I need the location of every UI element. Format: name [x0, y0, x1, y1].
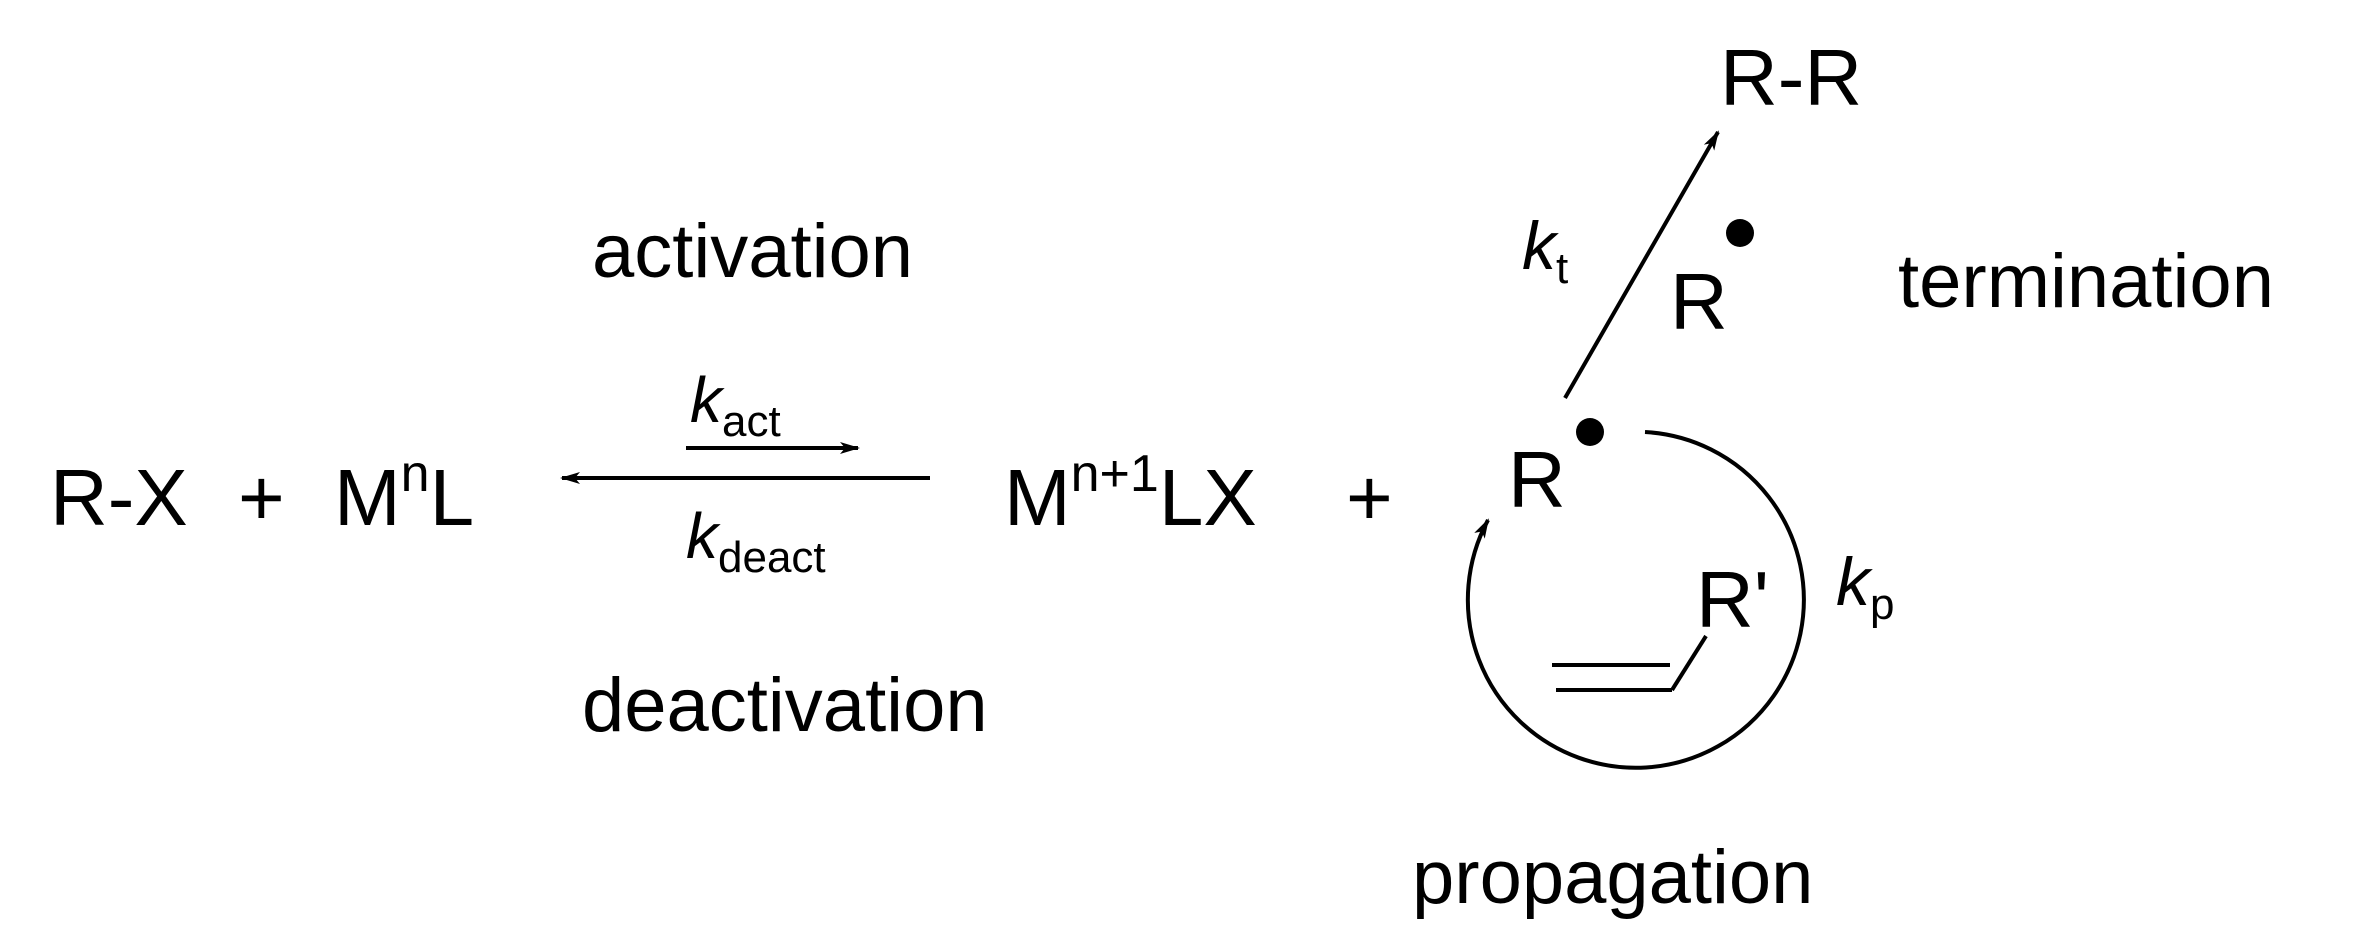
deactivation-label: deactivation: [582, 663, 988, 748]
monomer-substituent: R': [1696, 555, 1770, 644]
reactant-rx: R-X: [50, 453, 188, 542]
propagation-cycle-arrow: [1465, 430, 1806, 770]
catalyst-ligand: L: [429, 453, 475, 542]
radical-dot-2: [1726, 219, 1754, 247]
termination-product: R-R: [1720, 33, 1863, 122]
k-p-label: kp: [1836, 544, 1895, 629]
plus-sign-2: +: [1346, 453, 1393, 542]
oxidized-catalyst: Mn+1LX: [1004, 445, 1257, 542]
vinyl-bond-to-r: [1670, 634, 1708, 692]
catalyst-metal: M: [334, 453, 401, 542]
activation-label: activation: [592, 209, 914, 294]
k-deact-subscript: deact: [718, 533, 826, 582]
oxidized-catalyst-oxidation-state: n+1: [1070, 445, 1159, 503]
k-act-label: kact: [690, 364, 781, 446]
k-p-subscript: p: [1870, 580, 1895, 629]
k-t-label: kt: [1522, 208, 1569, 293]
k-act-subscript: act: [722, 397, 781, 446]
radical-dot-1: [1576, 418, 1604, 446]
k-deact-label: kdeact: [686, 500, 826, 582]
catalyst-mnl: MnL: [334, 448, 474, 538]
radical-r: R: [1508, 435, 1566, 524]
k-t-subscript: t: [1556, 244, 1569, 293]
plus-sign-1: +: [238, 453, 285, 542]
radical-r-2: R: [1670, 257, 1728, 346]
catalyst-oxidation-state: n: [400, 445, 430, 503]
termination-label: termination: [1898, 239, 2274, 324]
propagation-label: propagation: [1412, 835, 1814, 920]
termination-arrow: [1563, 130, 1720, 399]
